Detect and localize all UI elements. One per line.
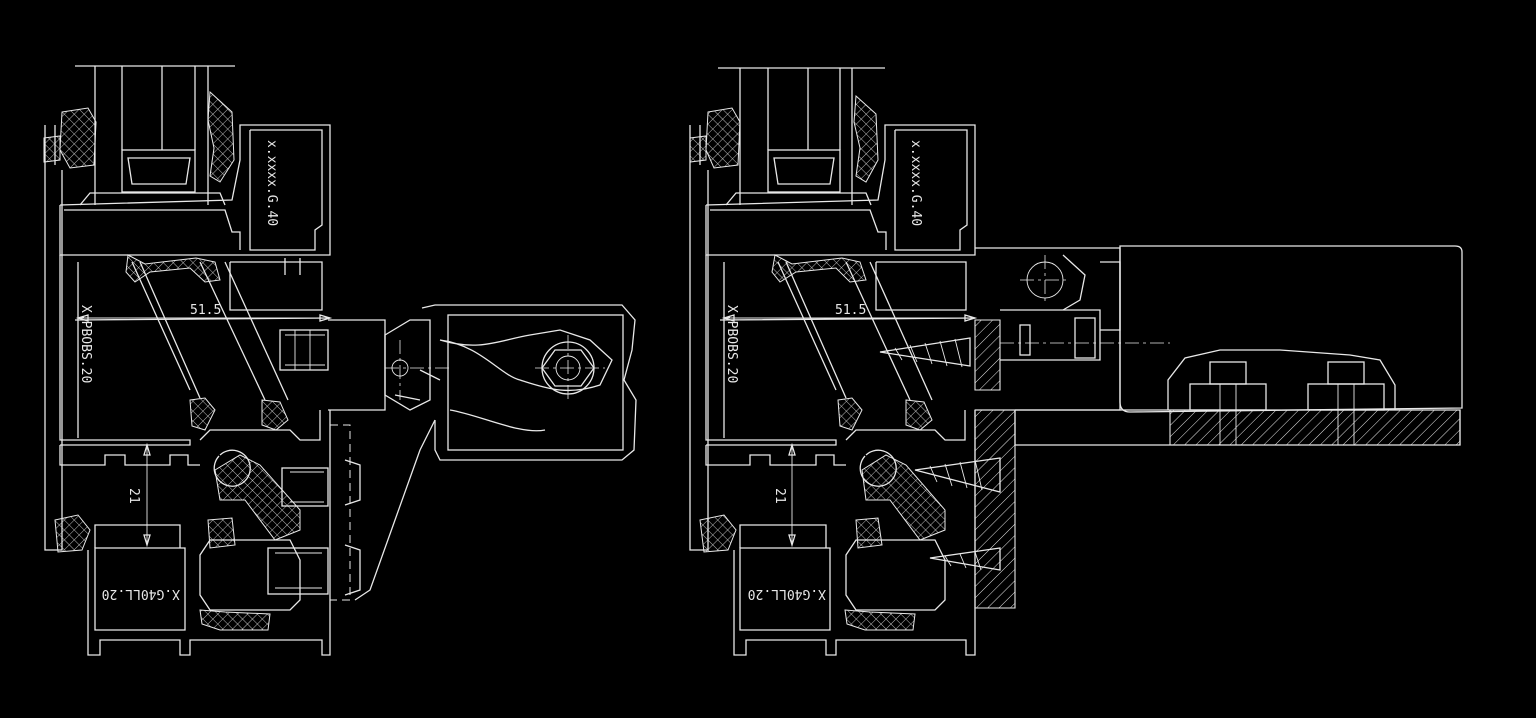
right-dimensions	[721, 314, 978, 548]
right-frame-outline	[689, 124, 976, 656]
left-frame-profile-code: X.G40LL.20	[102, 586, 180, 601]
left-glazing-bead-code: x.xxxx.G.40	[264, 140, 279, 226]
left-dimension-width: 51.5	[190, 303, 221, 318]
left-dimension-height: 21	[126, 488, 141, 504]
right-operator-housing	[1100, 245, 1463, 446]
left-dimensions	[75, 314, 333, 548]
right-dimension-width: 51.5	[835, 303, 866, 318]
right-gaskets	[689, 94, 933, 631]
left-glass-panes	[75, 65, 235, 205]
right-frame-profile-code: X.G40LL.20	[748, 586, 826, 601]
right-glass-panes	[718, 67, 885, 205]
right-thermal-break	[845, 449, 946, 611]
left-fasteners	[267, 319, 386, 601]
right-dimension-height: 21	[772, 488, 787, 504]
left-hinge-bracket	[354, 304, 637, 601]
left-section: x.xxxx.G.40 X.PBOBS.20 X.G40LL.20 51.5 2…	[43, 65, 637, 656]
right-section: x.xxxx.G.40 X.PBOBS.20 X.G40LL.20 51.5 2…	[689, 67, 1463, 656]
left-thermal-break	[199, 449, 301, 611]
right-mounting-block	[974, 247, 1461, 609]
left-frame-outline	[44, 124, 331, 656]
right-sash-profile-code: X.PBOBS.20	[724, 305, 739, 383]
left-gaskets	[43, 90, 289, 631]
left-sash-profile-code: X.PBOBS.20	[78, 305, 93, 383]
right-glazing-bead-code: x.xxxx.G.40	[908, 140, 923, 226]
